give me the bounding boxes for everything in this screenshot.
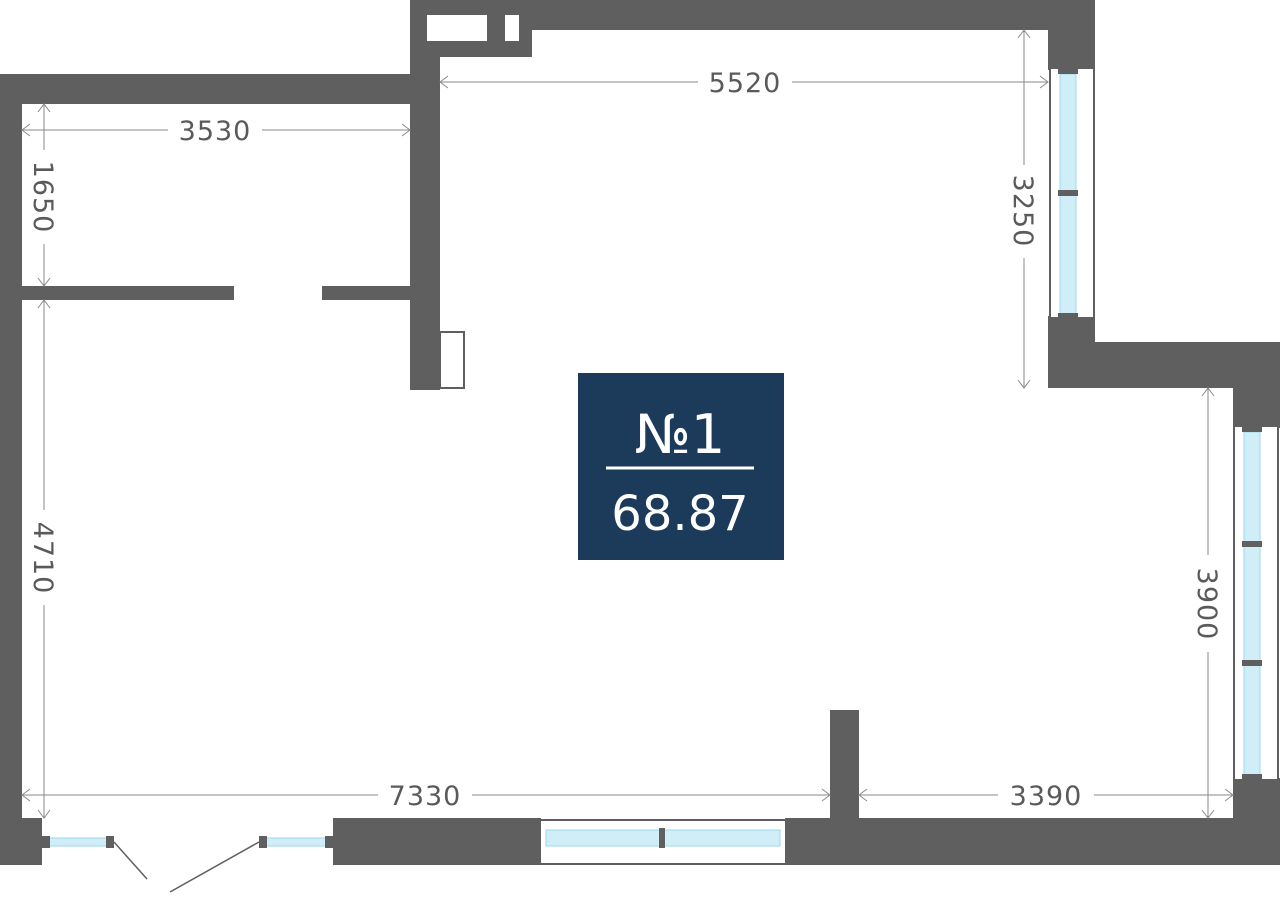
- unit-label: №1 68.87: [578, 373, 784, 560]
- wall-bottom-right: [785, 818, 1280, 865]
- vent-box-top: [425, 13, 489, 43]
- dimension-labels: 5520 3530 1650 4710 3250 3900 7330 3390: [27, 68, 1222, 812]
- entrance-door: [113, 841, 260, 893]
- window-glass-bottom-left-2: [265, 837, 329, 847]
- window-post: [259, 836, 267, 848]
- vent-box-small: [503, 13, 521, 43]
- wall-top-left: [0, 74, 440, 104]
- dim-left-upper-height: 1650: [27, 161, 58, 234]
- dim-left-lower-height: 4710: [27, 522, 58, 595]
- windows: [42, 67, 1279, 865]
- window-mullion: [1058, 190, 1078, 196]
- wall-pillar: [830, 710, 859, 820]
- walls: [0, 0, 1280, 865]
- window-mullion: [1242, 774, 1262, 780]
- dim-right-lower-height: 3900: [1191, 568, 1222, 641]
- window-mullion: [1242, 660, 1262, 666]
- wall-right-upper: [1048, 0, 1095, 70]
- wall-bottom-mid: [333, 818, 541, 865]
- wall-left-outer: [0, 74, 22, 819]
- window-mullion: [1058, 313, 1078, 319]
- window-glass-bottom-left-1: [47, 837, 109, 847]
- dim-bottom-right-width: 3390: [1010, 781, 1083, 812]
- wall-right-lower-top: [1233, 342, 1280, 428]
- window-mullion: [1058, 68, 1078, 74]
- dim-top-right-width: 5520: [709, 68, 782, 99]
- window-mullion: [1242, 541, 1262, 547]
- dimension-lines: [21, 29, 1234, 819]
- window-mullion: [659, 828, 665, 848]
- window-glass-lower-right: [1243, 431, 1261, 777]
- wall-partition-vertical: [410, 0, 440, 390]
- dim-bottom-left-width: 7330: [389, 781, 462, 812]
- window-post: [42, 836, 50, 848]
- wall-partition-right: [322, 286, 412, 300]
- unit-number: №1: [635, 403, 726, 466]
- wall-bottom-left-stub: [0, 818, 42, 865]
- unit-area: 68.87: [611, 486, 748, 542]
- dim-right-upper-height: 3250: [1007, 175, 1038, 248]
- wall-partition-left: [22, 286, 234, 300]
- fixtures: [425, 13, 521, 389]
- window-post: [325, 836, 333, 848]
- door-leaf-right: [169, 841, 260, 893]
- window-mullion: [1242, 426, 1262, 432]
- door-leaf-left: [113, 841, 148, 880]
- dim-top-left-width: 3530: [179, 116, 252, 147]
- column-box: [439, 331, 465, 389]
- window-post: [106, 836, 114, 848]
